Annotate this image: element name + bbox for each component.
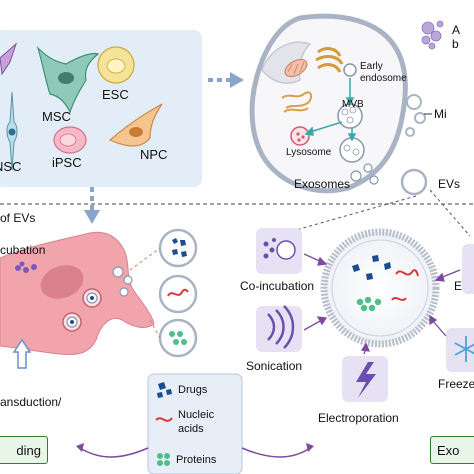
coincubation-tile bbox=[256, 228, 302, 274]
freeze-tile bbox=[446, 328, 474, 372]
loaded-ev-nucleic bbox=[158, 274, 198, 314]
loaded-ev-proteins bbox=[158, 318, 198, 358]
nsc-nucleus bbox=[8, 128, 16, 136]
nsc-label: NSC bbox=[0, 159, 22, 174]
golgi-apparatus bbox=[315, 47, 344, 73]
incubation-label: cubation bbox=[0, 243, 46, 257]
right-edge-tile bbox=[462, 244, 474, 294]
early-endosome-label-1: Early bbox=[360, 61, 383, 72]
fibroblast-nucleus bbox=[40, 265, 84, 299]
drugs-label: Drugs bbox=[178, 384, 208, 396]
microvesicles-label: Mi bbox=[434, 107, 447, 121]
internalized-evs bbox=[62, 288, 102, 332]
microvesicles bbox=[405, 94, 426, 137]
msc-nucleus bbox=[58, 72, 74, 84]
loading-box: ding bbox=[0, 436, 48, 464]
exosomes-label: Exosomes bbox=[294, 177, 351, 191]
e-label: E bbox=[454, 279, 463, 293]
cargo-box bbox=[147, 373, 243, 474]
esc-nucleus bbox=[106, 58, 126, 74]
electroporation-tile bbox=[342, 356, 388, 402]
nucleic-acid-icon bbox=[155, 417, 173, 422]
incubation-dots bbox=[15, 261, 37, 273]
npc-label: NPC bbox=[140, 147, 168, 162]
ipsc-nucleus bbox=[59, 133, 77, 147]
npc-nucleus bbox=[129, 127, 143, 137]
ipsc-label: iPSC bbox=[52, 155, 82, 170]
lysosome-label: Lysosome bbox=[286, 147, 332, 158]
cargo-arrows bbox=[79, 447, 311, 458]
central-ev bbox=[320, 228, 440, 348]
loading-box-label: ding bbox=[16, 443, 41, 458]
released-exosomes bbox=[350, 163, 379, 185]
exosome-pocket bbox=[339, 137, 365, 163]
msc-label: MSC bbox=[42, 109, 71, 124]
left-panel-title: of EVs bbox=[0, 211, 36, 225]
apoptotic-bodies bbox=[421, 20, 444, 50]
drugs-icon bbox=[157, 382, 172, 398]
nucleic-label-2: acids bbox=[178, 423, 204, 435]
nucleic-label-1: Nucleic bbox=[178, 409, 215, 421]
pathway-arrows bbox=[304, 78, 357, 142]
cargo-arrow-head-left bbox=[76, 443, 84, 452]
guide-dashed-evs-right bbox=[429, 189, 471, 237]
cargo-arrow-head-right bbox=[306, 443, 314, 452]
approaching-evs bbox=[112, 266, 133, 297]
sonication-tile bbox=[256, 305, 302, 352]
guide-dashed-evs-left bbox=[295, 195, 417, 231]
transduction-arrow bbox=[12, 338, 32, 369]
exo-box-label: Exo bbox=[437, 443, 460, 458]
endoplasmic-reticulum bbox=[281, 91, 312, 113]
early-endosome-label-2: endosome bbox=[360, 73, 407, 84]
esc-label: ESC bbox=[102, 87, 129, 102]
mvb bbox=[337, 103, 363, 129]
exo-box: Exo bbox=[430, 436, 474, 464]
lysosome bbox=[290, 126, 310, 146]
sonication-label: Sonication bbox=[246, 359, 303, 373]
large-ev bbox=[400, 168, 428, 196]
loaded-ev-drugs bbox=[158, 228, 198, 268]
apoptotic-label-1: A bbox=[452, 23, 461, 37]
source-cells-panel bbox=[0, 30, 202, 187]
early-endosome bbox=[343, 63, 357, 77]
freeze-label: Freeze bbox=[438, 377, 474, 391]
electroporation-label: Electroporation bbox=[318, 411, 399, 425]
fibroblast-cell bbox=[0, 231, 155, 355]
mitochondrion bbox=[284, 58, 308, 78]
apoptotic-label-2: b bbox=[452, 37, 459, 51]
proteins-label: Proteins bbox=[176, 454, 217, 466]
arrow-to-biogenesis bbox=[208, 72, 244, 88]
npc-cell bbox=[108, 103, 163, 147]
evs-label: EVs bbox=[438, 177, 461, 191]
method-arrows bbox=[303, 253, 461, 355]
coincubation-label: Co-incubation bbox=[240, 279, 315, 293]
ev-connector-lines bbox=[129, 247, 161, 339]
partial-cell-topleft bbox=[0, 42, 18, 76]
arrow-to-loading bbox=[84, 187, 100, 224]
mvb-label: MVB bbox=[342, 99, 364, 110]
proteins-icon bbox=[157, 453, 170, 466]
transduction-label: ansduction/ bbox=[0, 395, 62, 409]
producer-cell-membrane bbox=[249, 13, 408, 194]
